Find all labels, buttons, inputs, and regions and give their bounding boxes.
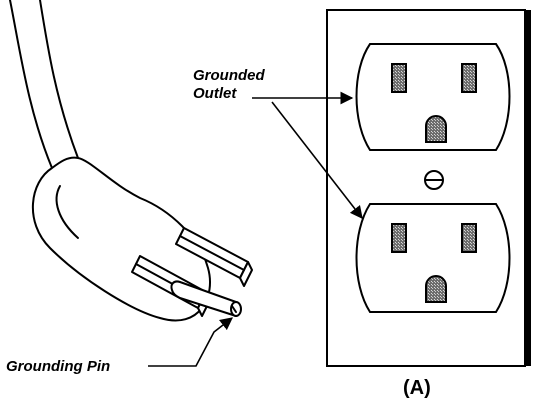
grounding-pin-label: Grounding Pin bbox=[6, 358, 110, 375]
outlet-label-line1: Grounded bbox=[193, 67, 265, 84]
upper-ground-slot bbox=[425, 115, 447, 143]
upper-hot-slot bbox=[391, 63, 407, 93]
wall-plate-shadow bbox=[525, 10, 531, 366]
upper-neutral-slot bbox=[461, 63, 477, 93]
upper-blade bbox=[175, 227, 253, 287]
pin-leader-line bbox=[148, 317, 234, 367]
center-screw bbox=[424, 170, 444, 190]
wall-plate bbox=[326, 9, 531, 367]
plug-collar bbox=[55, 185, 79, 239]
callouts bbox=[148, 91, 363, 367]
lower-neutral-slot bbox=[461, 223, 477, 253]
upper-receptacle bbox=[355, 43, 511, 151]
outlet-arrow-lower bbox=[271, 101, 363, 220]
figure-caption: (A) bbox=[403, 377, 431, 399]
lower-receptacle bbox=[355, 203, 511, 313]
lower-hot-slot bbox=[391, 223, 407, 253]
outlet-label-line2: Outlet bbox=[193, 85, 237, 102]
power-cord bbox=[9, 0, 79, 169]
grounding-pin bbox=[170, 280, 242, 317]
lower-ground-slot bbox=[425, 275, 447, 303]
plug bbox=[9, 0, 253, 322]
